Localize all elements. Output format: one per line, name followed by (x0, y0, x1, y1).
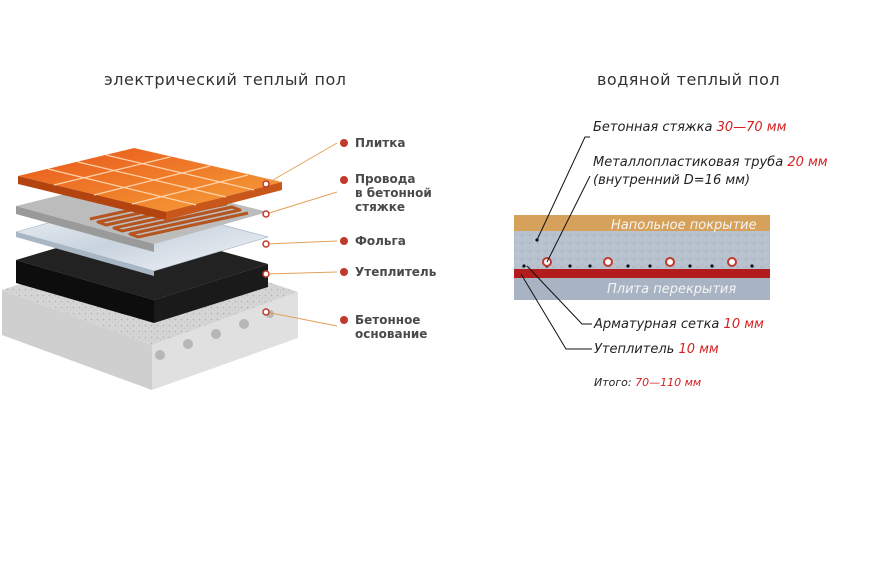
label-bullet (340, 268, 348, 276)
tile-layer (18, 148, 282, 220)
insulation-thickness: 10 мм (678, 342, 719, 357)
label-bullet (340, 139, 348, 147)
mesh-label-text: Арматурная сетка (594, 317, 720, 332)
mesh-thickness: 10 мм (723, 317, 764, 332)
pipe-cross-sections (542, 257, 737, 267)
label-insulation: Утеплитель (355, 265, 437, 279)
floor-cover-band (514, 215, 770, 231)
slab-band (514, 278, 770, 300)
pipe-size: 20 мм (787, 155, 828, 170)
total-thickness: 70—110 мм (635, 376, 702, 389)
label-wires-in-screed: Провода в бетонной стяжке (355, 172, 432, 214)
pipe-label: Металлопластиковая труба 20 мм (593, 155, 828, 170)
water-floor-title: водяной теплый пол (597, 70, 781, 89)
electric-layer-markers (262, 180, 270, 316)
electric-leader-lines (265, 142, 338, 327)
mesh-label: Арматурная сетка 10 мм (594, 317, 764, 332)
insulation-band (514, 269, 770, 278)
pipe-label-text: Металлопластиковая труба (593, 155, 784, 170)
label-bullet (340, 316, 348, 324)
electric-floor-title: электрический теплый пол (104, 70, 347, 89)
water-leader-lines (520, 136, 592, 350)
label-tile: Плитка (355, 136, 406, 150)
label-concrete-base: Бетонное основание (355, 313, 428, 341)
pipe-note: (внутренний D=16 мм) (593, 173, 751, 188)
floor-cover-label: Напольное покрытие (611, 218, 757, 233)
screed-label: Бетонная стяжка 30—70 мм (593, 120, 786, 135)
insulation-label: Утеплитель 10 мм (594, 342, 719, 357)
screed-label-text: Бетонная стяжка (593, 120, 713, 135)
screed-thickness: 30—70 мм (716, 120, 787, 135)
total-label: Итого: 70—110 мм (594, 376, 701, 389)
insulation-label-text: Утеплитель (594, 342, 675, 357)
label-bullet (340, 237, 348, 245)
label-foil: Фольга (355, 234, 406, 248)
label-bullet (340, 176, 348, 184)
slab-label: Плита перекрытия (607, 282, 737, 297)
total-label-text: Итого: (594, 376, 632, 389)
